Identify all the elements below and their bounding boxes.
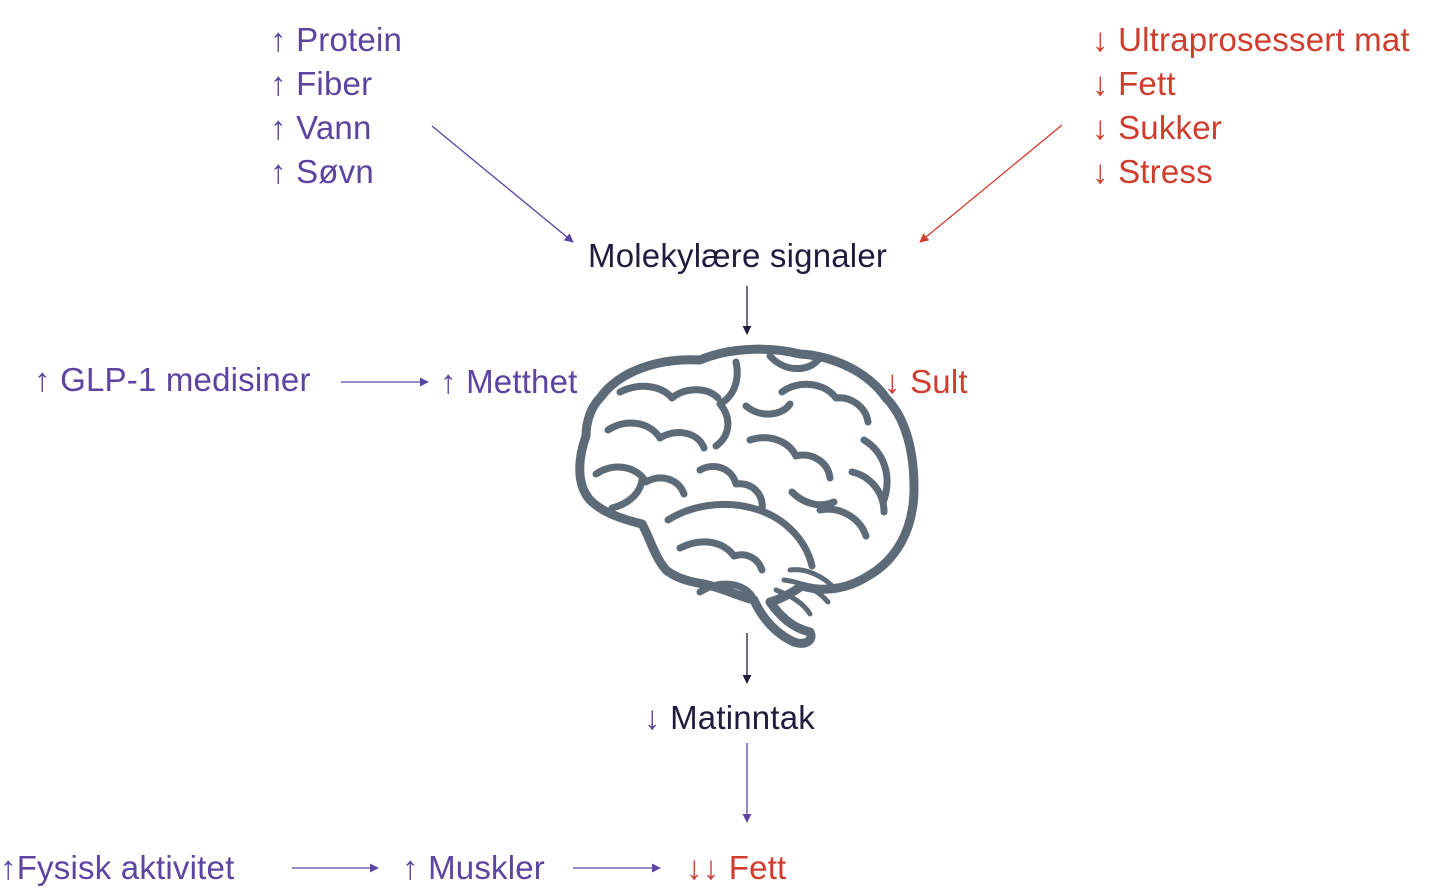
- muscles-label: Muskler: [428, 849, 545, 886]
- arrow-down-icon: ↓: [702, 849, 720, 886]
- fat-label: Fett: [728, 849, 787, 886]
- muscles-node: ↑ Muskler: [402, 848, 545, 888]
- arrow-up-icon: ↑: [270, 65, 287, 102]
- list-item: ↑ Vann: [270, 108, 372, 148]
- item-label: Ultraprosessert mat: [1118, 21, 1410, 58]
- signals-node: Molekylære signaler: [588, 237, 888, 274]
- arrow-up-icon: ↑: [0, 849, 17, 886]
- arrow-up-icon: ↑: [270, 21, 287, 58]
- item-label: Fett: [1118, 65, 1176, 102]
- arrow-down-icon: ↓: [1092, 109, 1109, 146]
- list-item: ↓ Fett: [1092, 64, 1176, 104]
- intake-node: ↓ Matinntak: [644, 698, 815, 738]
- activity-node: ↑Fysisk aktivitet: [0, 848, 234, 888]
- activity-label: Fysisk aktivitet: [16, 849, 235, 886]
- item-label: Fiber: [296, 65, 373, 102]
- list-item: ↑ Protein: [270, 20, 402, 60]
- arrow-down-icon: ↓: [884, 363, 901, 400]
- satiety-node: ↑ Metthet: [440, 362, 578, 402]
- item-label: Sukker: [1118, 109, 1222, 146]
- flow-arrow-lifestyle-to-signals: [431, 125, 574, 243]
- fat-node: ↓↓ Fett: [686, 848, 786, 888]
- list-item: ↓ Stress: [1092, 152, 1213, 192]
- glp1-label: GLP-1 medisiner: [60, 361, 311, 398]
- item-label: Protein: [296, 21, 403, 58]
- arrow-down-icon: ↓: [686, 849, 703, 886]
- item-label: Stress: [1118, 153, 1213, 190]
- arrow-up-icon: ↑: [440, 363, 457, 400]
- intake-label: Matinntak: [670, 699, 815, 736]
- list-item: ↑ Fiber: [270, 64, 372, 104]
- hunger-label: Sult: [910, 363, 968, 400]
- brain-icon: [575, 344, 919, 648]
- arrow-down-icon: ↓: [1092, 21, 1109, 58]
- arrow-down-icon: ↓: [644, 699, 661, 736]
- satiety-label: Metthet: [466, 363, 578, 400]
- list-item: ↓ Ultraprosessert mat: [1092, 20, 1410, 60]
- arrow-up-icon: ↑: [270, 153, 287, 190]
- list-item: ↓ Sukker: [1092, 108, 1222, 148]
- item-label: Søvn: [296, 153, 374, 190]
- list-item: ↑ Søvn: [270, 152, 374, 192]
- arrow-up-icon: ↑: [402, 849, 419, 886]
- arrow-down-icon: ↓: [1092, 65, 1109, 102]
- arrow-up-icon: ↑: [270, 109, 287, 146]
- item-label: Vann: [296, 109, 372, 146]
- arrow-up-icon: ↑: [34, 361, 51, 398]
- arrow-down-icon: ↓: [1092, 153, 1109, 190]
- flow-arrow-diet-to-signals: [919, 124, 1063, 243]
- glp1-node: ↑ GLP-1 medisiner: [34, 360, 311, 400]
- hunger-node: ↓ Sult: [884, 362, 968, 402]
